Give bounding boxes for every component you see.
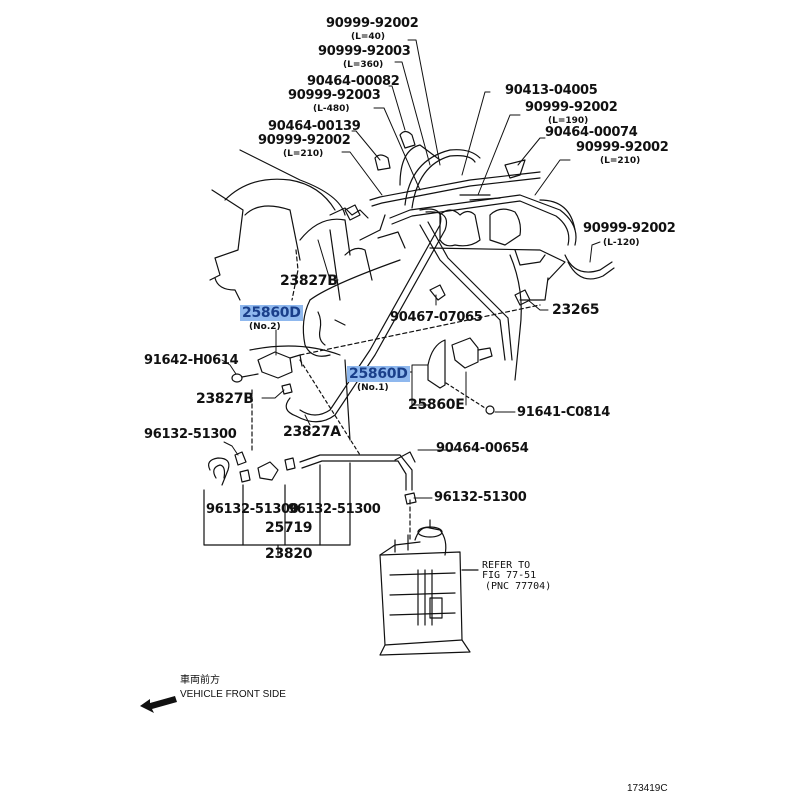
- engine-outline: [210, 150, 565, 455]
- part-spec: (L=190): [548, 116, 589, 126]
- part-label[interactable]: 90999-92002: [525, 100, 618, 115]
- part-spec: (No.2): [249, 322, 281, 332]
- vehicle-front-label: VEHICLE FRONT SIDE: [180, 689, 286, 700]
- part-label[interactable]: 96132-51300: [206, 502, 299, 517]
- part-label[interactable]: 23265: [552, 302, 600, 318]
- part-spec: (L-120): [603, 238, 640, 248]
- part-spec: (L=40): [351, 32, 386, 42]
- vsv-no1-assembly: [300, 290, 540, 414]
- part-label[interactable]: 90999-92002: [326, 16, 419, 31]
- part-label[interactable]: 96132-51300: [288, 502, 381, 517]
- part-label[interactable]: 90464-00654: [436, 441, 529, 456]
- part-label[interactable]: 96132-51300: [144, 427, 237, 442]
- part-label[interactable]: 25719: [265, 520, 313, 536]
- part-label[interactable]: 25860E: [408, 397, 465, 413]
- part-label[interactable]: 23827A: [283, 424, 341, 440]
- part-label[interactable]: 90464-00074: [545, 125, 638, 140]
- part-label[interactable]: 90464-00139: [268, 119, 361, 134]
- part-label[interactable]: 23827B: [280, 273, 338, 289]
- part-label[interactable]: 90999-92002: [258, 133, 351, 148]
- part-label[interactable]: 91641-C0814: [517, 405, 611, 420]
- part-label[interactable]: 90467-07065: [390, 310, 483, 325]
- part-label[interactable]: 91642-H0614: [144, 353, 239, 368]
- part-spec: (L=360): [343, 60, 384, 70]
- reference-note-line1: REFER TO: [482, 560, 531, 571]
- figure-number: 173419C: [627, 783, 668, 794]
- vsv-no2-assembly: [232, 352, 302, 450]
- part-spec: (L-480): [313, 104, 350, 114]
- charcoal-canister: [380, 520, 478, 655]
- part-label[interactable]: 90999-92002: [583, 221, 676, 236]
- part-label[interactable]: 23827B: [196, 391, 254, 407]
- part-spec: (No.1): [357, 383, 389, 393]
- part-label-highlighted[interactable]: 25860D: [240, 305, 303, 321]
- part-label[interactable]: 90999-92002: [576, 140, 669, 155]
- part-label[interactable]: 96132-51300: [434, 490, 527, 505]
- reference-note-line2: FIG 77-51: [482, 570, 537, 581]
- vehicle-front-japanese: 車両前方: [180, 675, 220, 686]
- part-label[interactable]: 90999-92003: [318, 44, 411, 59]
- arrow-left-down-icon: [140, 696, 177, 713]
- lower-hose-set: [204, 452, 416, 555]
- part-label[interactable]: 23820: [265, 546, 313, 562]
- part-label-highlighted[interactable]: 25860D: [347, 366, 410, 382]
- part-label[interactable]: 90464-00082: [307, 74, 400, 89]
- part-label[interactable]: 90999-92003: [288, 88, 381, 103]
- reference-note-line3: (PNC 77704): [485, 581, 552, 592]
- leader-lines: [222, 40, 600, 498]
- part-spec: (L=210): [600, 156, 641, 166]
- part-label[interactable]: 90413-04005: [505, 83, 598, 98]
- part-spec: (L=210): [283, 149, 324, 159]
- hoses: [286, 145, 614, 422]
